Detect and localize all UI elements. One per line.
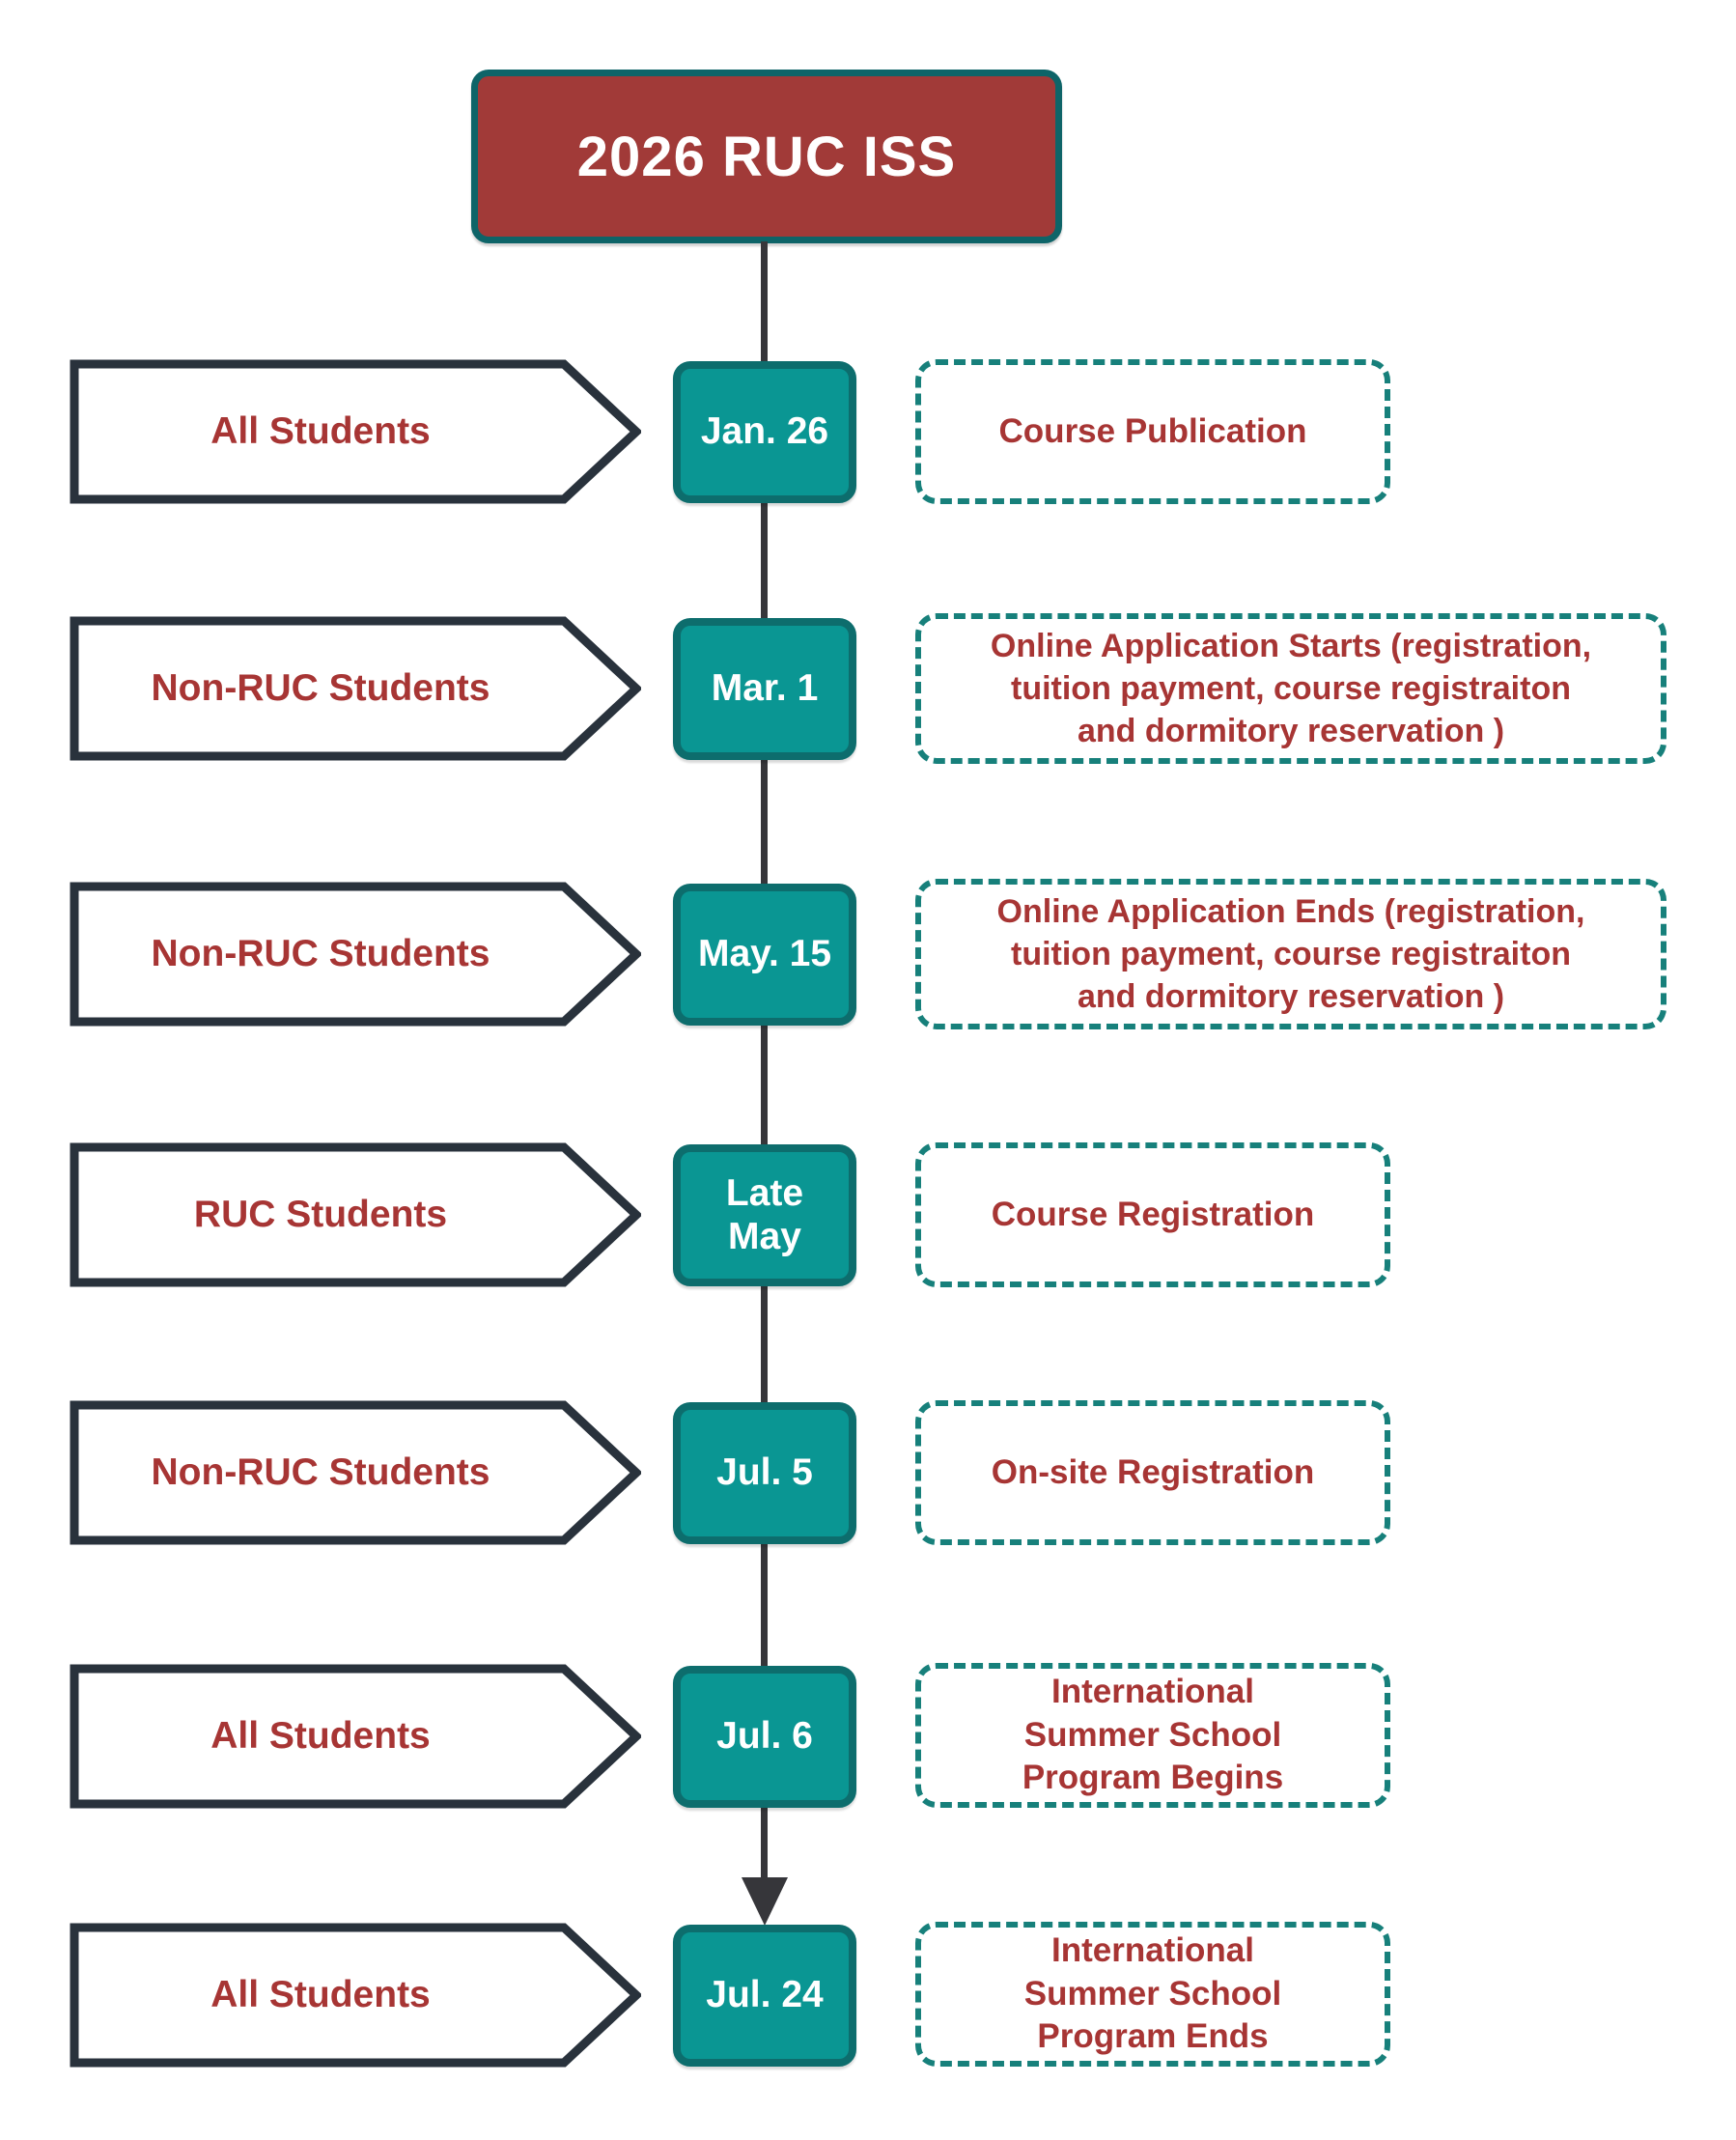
flowchart-title: 2026 RUC ISS <box>576 125 957 188</box>
date-label: May. 15 <box>697 933 832 975</box>
date-label: Jul. 5 <box>716 1451 813 1494</box>
date-node: May. 15 <box>673 884 856 1026</box>
event-box: Online Application Starts (registration,… <box>915 613 1666 764</box>
event-label: International Summer School Program Ends <box>1023 1930 1282 2056</box>
audience-label: Non-RUC Students <box>151 667 490 709</box>
audience-arrow-shape: RUC Students <box>70 1142 641 1287</box>
event-box: International Summer School Program Begi… <box>915 1663 1390 1808</box>
audience-label: Non-RUC Students <box>151 1451 490 1493</box>
right-arrow-pentagon-icon <box>70 882 641 1027</box>
date-node: Jul. 5 <box>673 1402 856 1544</box>
right-arrow-pentagon-icon <box>70 1142 641 1287</box>
event-box: Online Application Ends (registration, t… <box>915 879 1666 1029</box>
event-label: Course Publication <box>998 411 1307 450</box>
event-box: Course Publication <box>915 359 1390 504</box>
audience-arrow-shape: Non-RUC Students <box>70 616 641 761</box>
right-arrow-pentagon-icon <box>70 1664 641 1809</box>
event-label: Online Application Ends (registration, t… <box>996 892 1585 1016</box>
audience-arrow-shape: All Students <box>70 1664 641 1809</box>
audience-arrow-shape: Non-RUC Students <box>70 1400 641 1545</box>
audience-label: All Students <box>210 1715 431 1757</box>
event-box: International Summer School Program Ends <box>915 1922 1390 2067</box>
timeline-connector-line <box>761 241 768 1885</box>
right-arrow-pentagon-icon <box>70 616 641 761</box>
right-arrow-pentagon-icon <box>70 1923 641 2068</box>
date-node: Late May <box>673 1144 856 1286</box>
date-label: Jul. 24 <box>706 1974 824 2016</box>
audience-label: All Students <box>210 410 431 452</box>
date-label: Late May <box>725 1171 804 1257</box>
audience-label: RUC Students <box>193 1194 448 1235</box>
date-label: Mar. 1 <box>711 667 819 710</box>
event-label: International Summer School Program Begi… <box>1022 1672 1284 1797</box>
audience-arrow-shape: All Students <box>70 359 641 504</box>
date-label: Jul. 6 <box>716 1715 813 1758</box>
date-node: Jan. 26 <box>673 361 856 503</box>
down-arrowhead-icon <box>742 1877 788 1926</box>
right-arrow-pentagon-icon <box>70 359 641 504</box>
audience-arrow-shape: Non-RUC Students <box>70 882 641 1027</box>
event-box: Course Registration <box>915 1142 1390 1287</box>
date-node: Jul. 24 <box>673 1925 856 2067</box>
audience-label: All Students <box>210 1974 431 2015</box>
audience-arrow-shape: All Students <box>70 1923 641 2068</box>
date-label: Jan. 26 <box>700 410 829 453</box>
date-node: Mar. 1 <box>673 618 856 760</box>
flowchart-title-box: 2026 RUC ISS <box>471 70 1062 243</box>
audience-label: Non-RUC Students <box>151 933 490 974</box>
event-box: On-site Registration <box>915 1400 1390 1545</box>
event-label: On-site Registration <box>991 1452 1315 1491</box>
right-arrow-pentagon-icon <box>70 1400 641 1545</box>
event-label: Online Application Starts (registration,… <box>990 627 1592 750</box>
date-node: Jul. 6 <box>673 1666 856 1808</box>
event-label: Course Registration <box>991 1195 1315 1233</box>
